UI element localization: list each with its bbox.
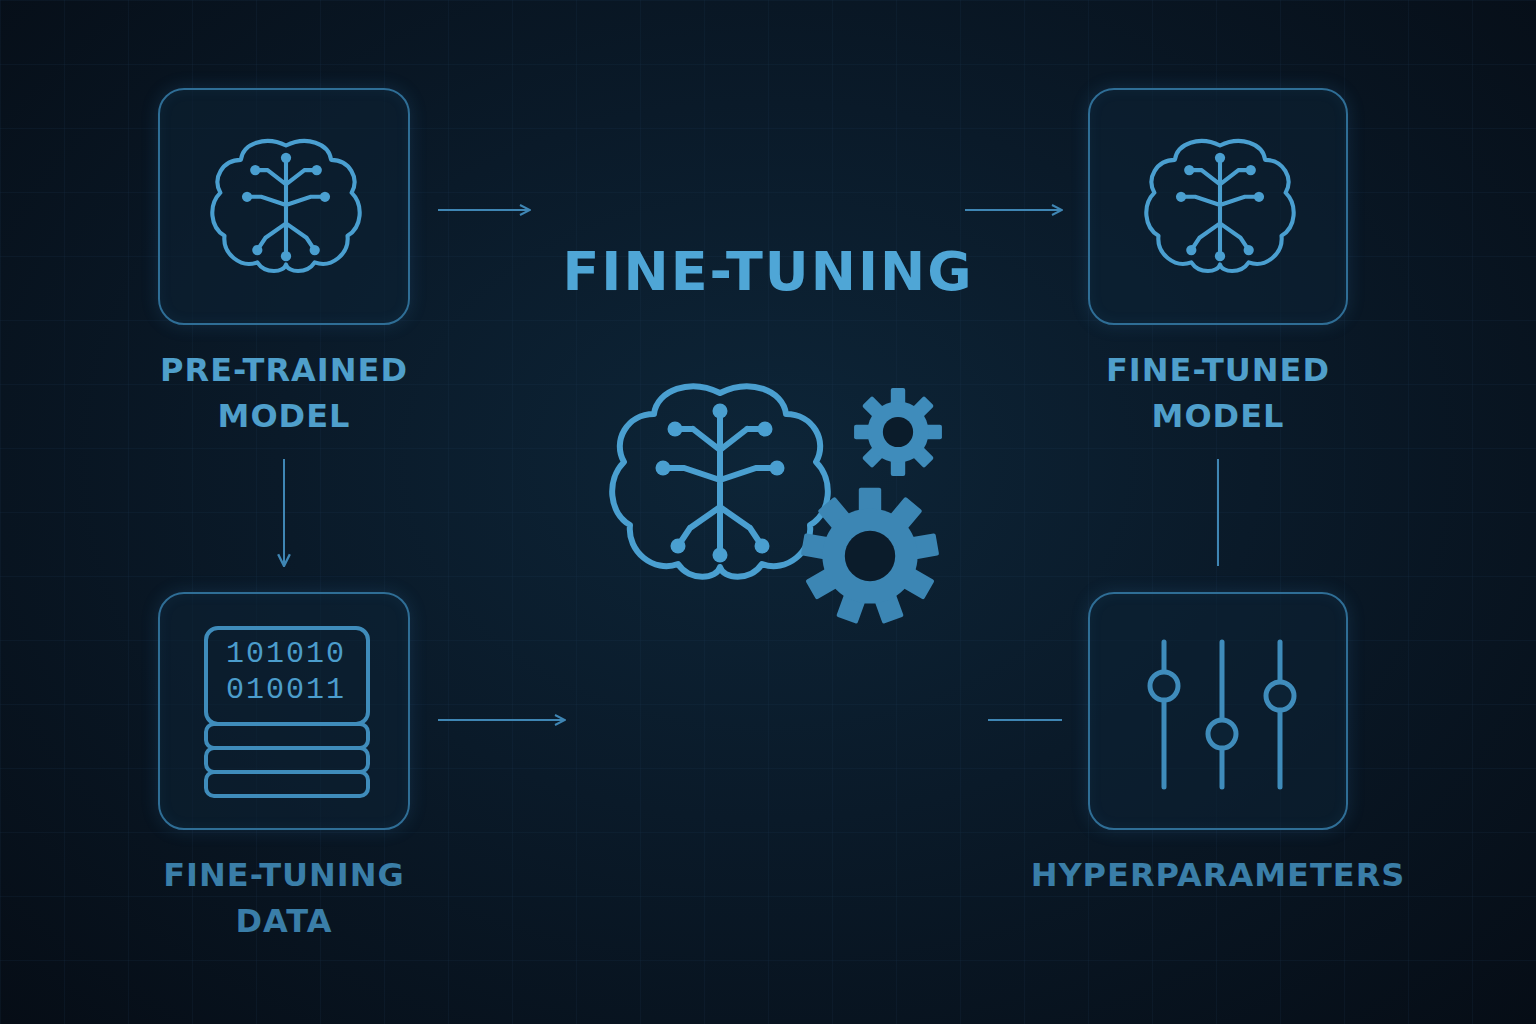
node-label: PRE-TRAINED MODEL: [139, 347, 429, 439]
flow-line: [988, 719, 1062, 721]
rounded-box: 101010 010011: [158, 592, 410, 830]
gear: [801, 488, 939, 624]
brain-icon: [160, 90, 412, 327]
model-node: HYPERPARAMETERS: [1088, 592, 1348, 904]
brain-icon: [1090, 90, 1350, 327]
data-icon: [160, 594, 412, 832]
node-label: HYPERPARAMETERS: [998, 852, 1438, 898]
brain-illustration: [612, 386, 828, 576]
binary-digits: 101010 010011: [226, 636, 356, 708]
flow-arrow: [965, 209, 1062, 211]
node-label: FINE-TUNING DATA: [139, 852, 429, 944]
model-node: FINE-TUNED MODEL: [1088, 88, 1348, 445]
flow-arrow: [438, 209, 530, 211]
rounded-box: [1088, 88, 1348, 325]
sliders-icon: [1090, 594, 1350, 832]
gear-illustration: [801, 388, 942, 624]
connector: [283, 459, 285, 566]
gear: [854, 388, 942, 476]
flow-arrow: [438, 719, 565, 721]
model-node: PRE-TRAINED MODEL: [158, 88, 410, 445]
model-node: 101010 010011FINE-TUNING DATA: [158, 592, 410, 950]
rounded-box: [158, 88, 410, 325]
connector: [1217, 459, 1219, 566]
rounded-box: [1088, 592, 1348, 830]
node-label: FINE-TUNED MODEL: [1073, 347, 1363, 439]
